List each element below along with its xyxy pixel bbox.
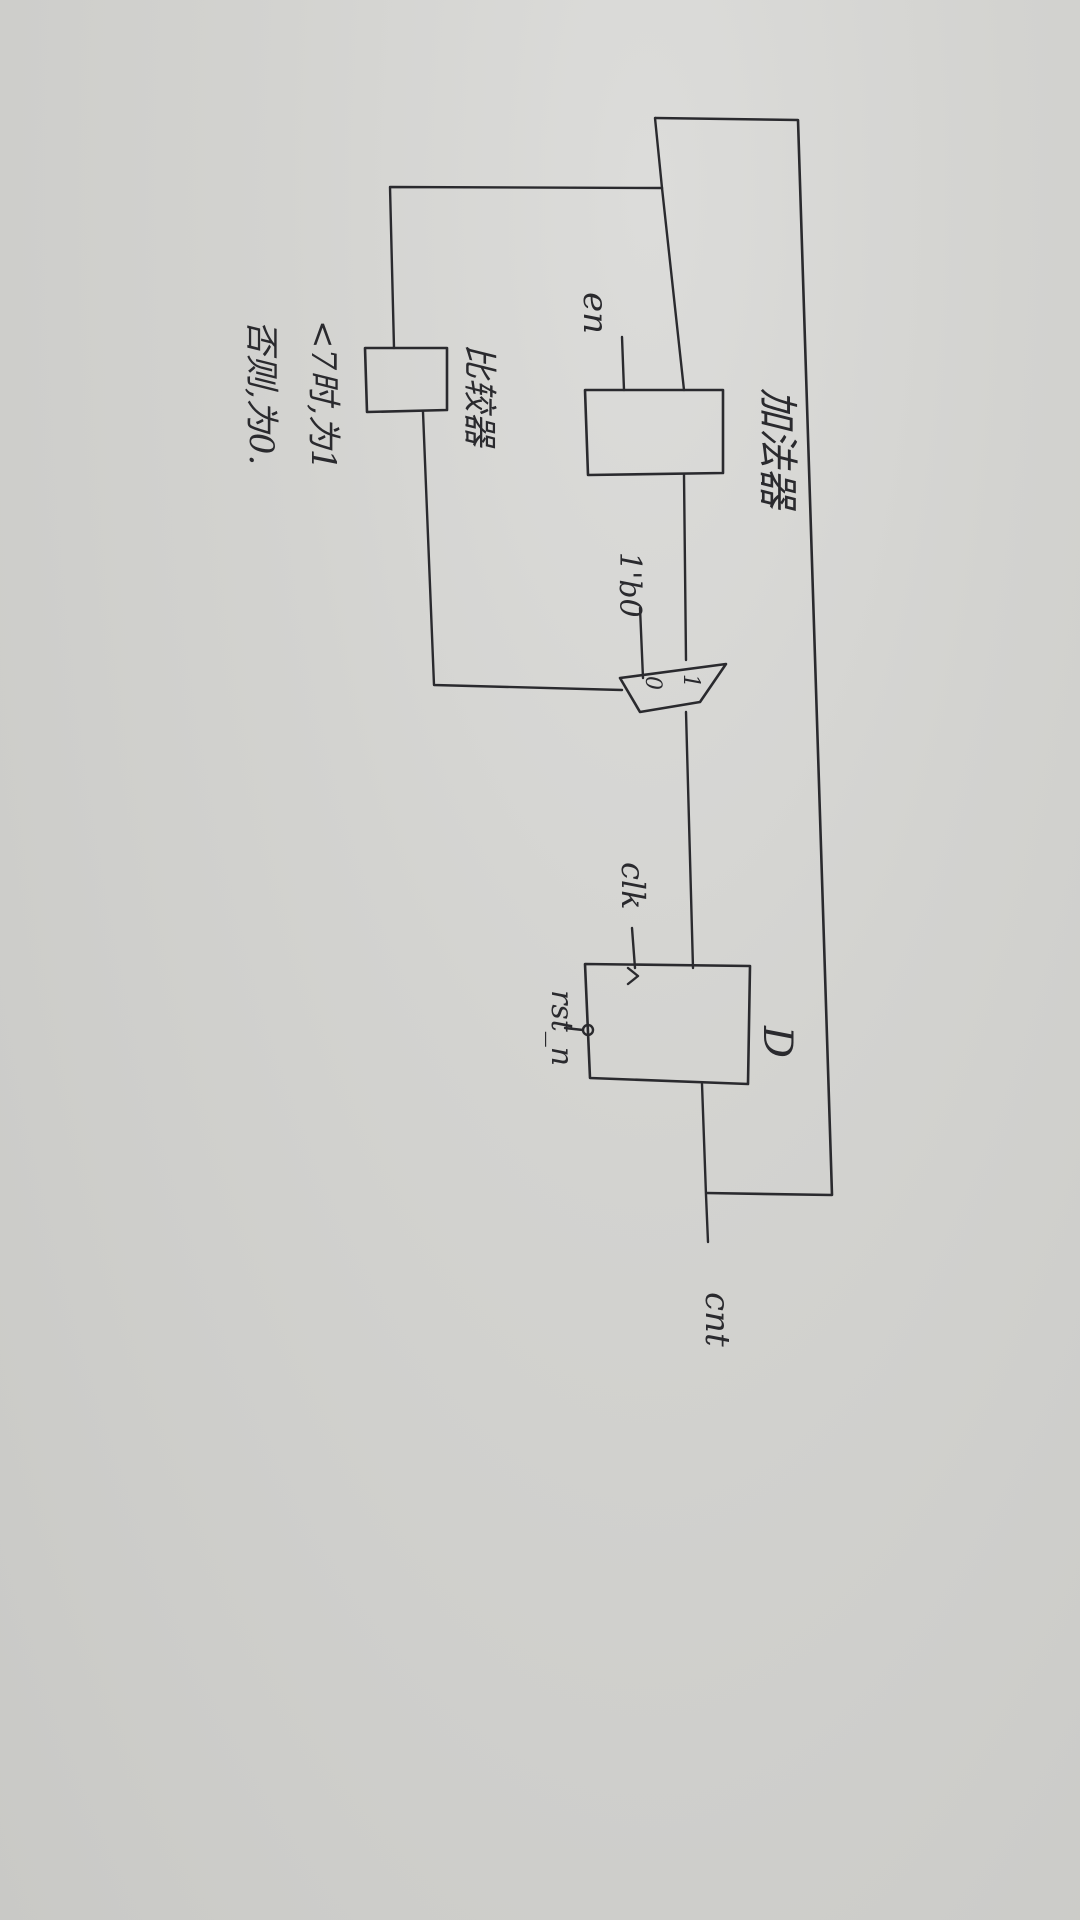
output-wire [700,1082,710,1244]
clock-input-wire [630,926,637,970]
note-line-2: 否则,为0. [241,320,281,465]
flipflop-block [583,962,752,1086]
mux-const-wire [638,606,645,680]
enable-label: en [575,292,615,334]
adder-loop [654,116,834,1197]
mux-input-0-label: 0 [640,676,665,690]
flipflop-label: D [754,1025,800,1058]
adder-left-edge [653,116,664,190]
main-wire-mid [682,473,688,662]
enable-input-wire [620,335,626,392]
comparator-output-wire [421,410,624,692]
mux-const-label: 1'b0 [612,552,647,618]
output-label: cnt [697,1292,737,1347]
adder-label: 加法器 [754,388,800,511]
note-line-1: <7时,为1 [303,320,343,471]
reset-label: rst_n [544,990,579,1066]
clock-label: clk [614,862,652,910]
reset-input-wire [563,1026,585,1032]
enable-block [583,388,725,477]
mux-input-1-label: 1 [678,674,703,688]
comparator-block [363,346,449,414]
comparator-feed-wire [388,185,664,350]
comparator-label: 比较器 [459,344,499,449]
main-wire-bottom [684,710,695,970]
mux-shape [618,662,728,714]
flipflop-clock-notch [626,966,640,986]
main-wire-top [660,186,686,392]
